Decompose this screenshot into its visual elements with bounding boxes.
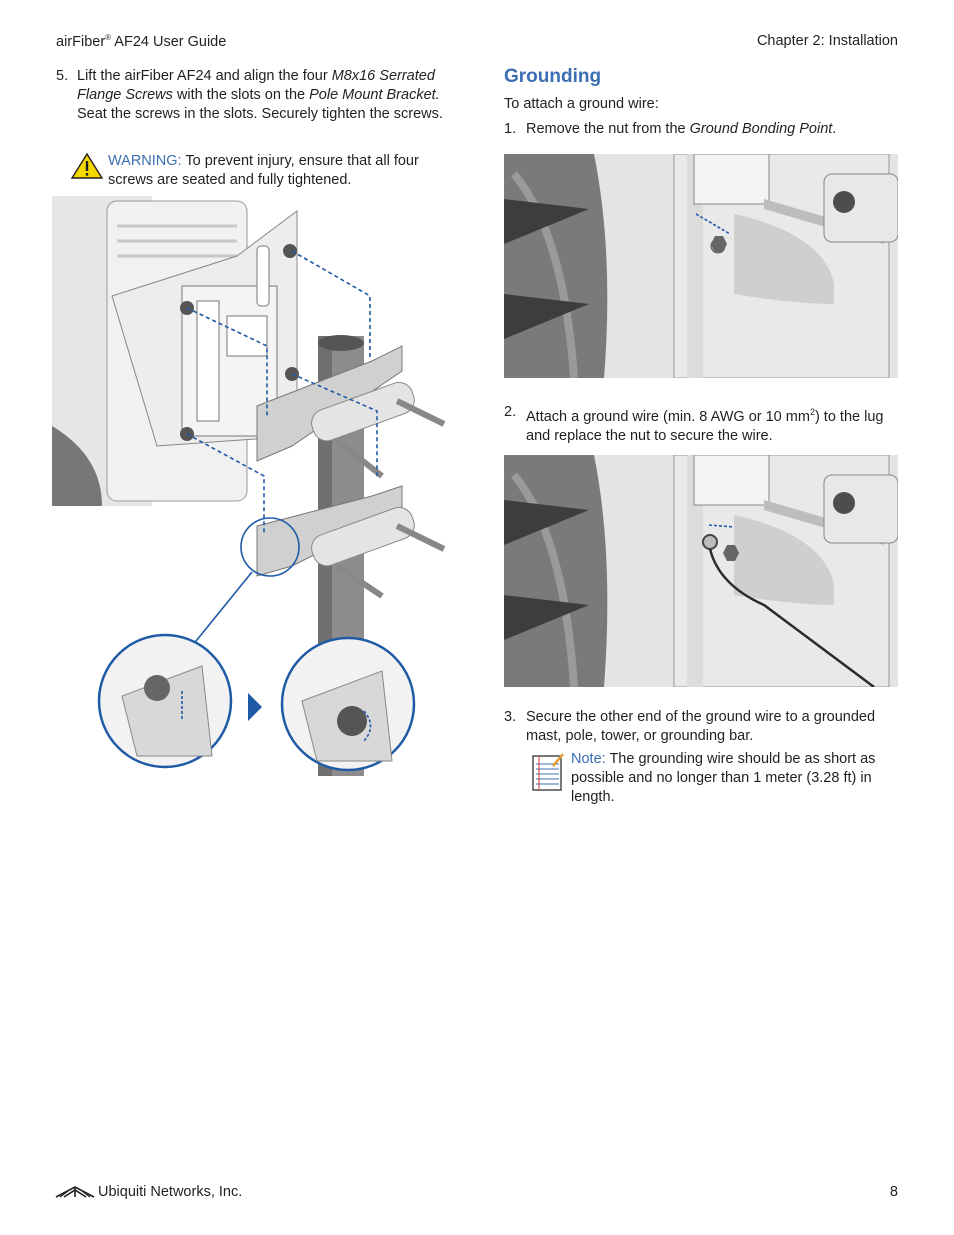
page-number: 8 [889, 1184, 898, 1200]
attach-ground-wire-illustration [504, 455, 898, 687]
running-header-title: airFiber® AF24 User Guide [56, 33, 227, 50]
footer-company: Ubiquiti Networks, Inc. [98, 1184, 243, 1200]
note-callout: Note: The grounding wire should be as sh… [571, 751, 876, 805]
step-3: 3. Secure the other end of the ground wi… [504, 708, 898, 746]
grounding-intro: To attach a ground wire: [504, 96, 659, 112]
step-1-text: Remove the nut from the Ground Bonding P… [526, 121, 837, 137]
step-5: 5. Lift the airFiber AF24 and align the … [56, 67, 448, 124]
warning-callout: WARNING: To prevent injury, ensure that … [108, 153, 419, 188]
remove-nut-illustration [504, 154, 898, 378]
ubiquiti-logo-icon [54, 1183, 96, 1199]
pole-mount-illustration [52, 196, 448, 776]
step-2-text: Attach a ground wire (min. 8 AWG or 10 m… [526, 407, 884, 444]
running-header-chapter: Chapter 2: Installation [756, 33, 898, 49]
step-1: 1. Remove the nut from the Ground Bondin… [504, 120, 898, 139]
notepad-icon [531, 752, 565, 792]
step-5-text: Lift the airFiber AF24 and align the fou… [77, 68, 443, 122]
section-heading-grounding: Grounding [504, 66, 602, 87]
step-3-text: Secure the other end of the ground wire … [526, 709, 876, 744]
warning-triangle-icon [70, 152, 104, 180]
step-2: 2. Attach a ground wire (min. 8 AWG or 1… [504, 403, 898, 446]
